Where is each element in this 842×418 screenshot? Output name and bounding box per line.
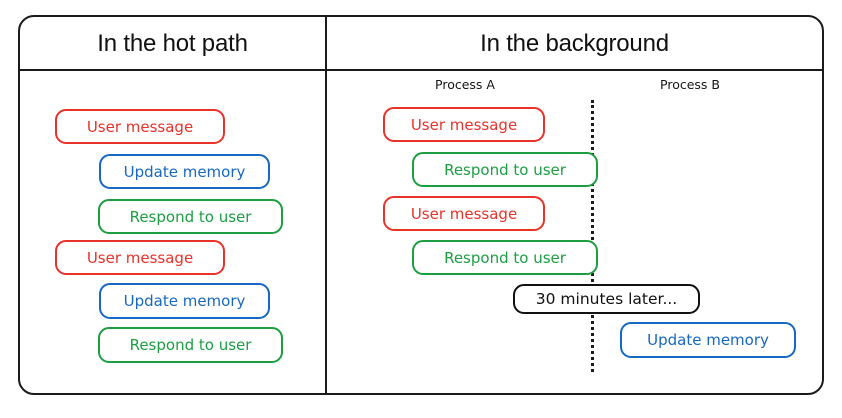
node-respond-to-user[interactable]: Respond to user bbox=[412, 240, 598, 275]
node-respond-to-user[interactable]: Respond to user bbox=[412, 152, 598, 187]
node-user-message[interactable]: User message bbox=[383, 107, 545, 142]
process-label-a: Process A bbox=[435, 77, 495, 92]
process-separator-dotted-line bbox=[591, 100, 594, 372]
diagram-outer-frame bbox=[18, 15, 824, 395]
header-divider-line bbox=[19, 69, 823, 71]
node-user-message[interactable]: User message bbox=[55, 109, 225, 144]
node-user-message[interactable]: User message bbox=[55, 240, 225, 275]
node-update-memory[interactable]: Update memory bbox=[620, 322, 796, 358]
column-header-background: In the background bbox=[480, 30, 669, 57]
column-divider-line bbox=[325, 16, 327, 394]
column-header-hot-path: In the hot path bbox=[97, 30, 248, 57]
node-update-memory[interactable]: Update memory bbox=[99, 283, 270, 319]
node-respond-to-user[interactable]: Respond to user bbox=[98, 199, 283, 234]
node-time-note[interactable]: 30 minutes later... bbox=[513, 284, 700, 314]
process-label-b: Process B bbox=[660, 77, 720, 92]
node-respond-to-user[interactable]: Respond to user bbox=[98, 327, 283, 363]
node-update-memory[interactable]: Update memory bbox=[99, 154, 270, 189]
node-user-message[interactable]: User message bbox=[383, 196, 545, 231]
